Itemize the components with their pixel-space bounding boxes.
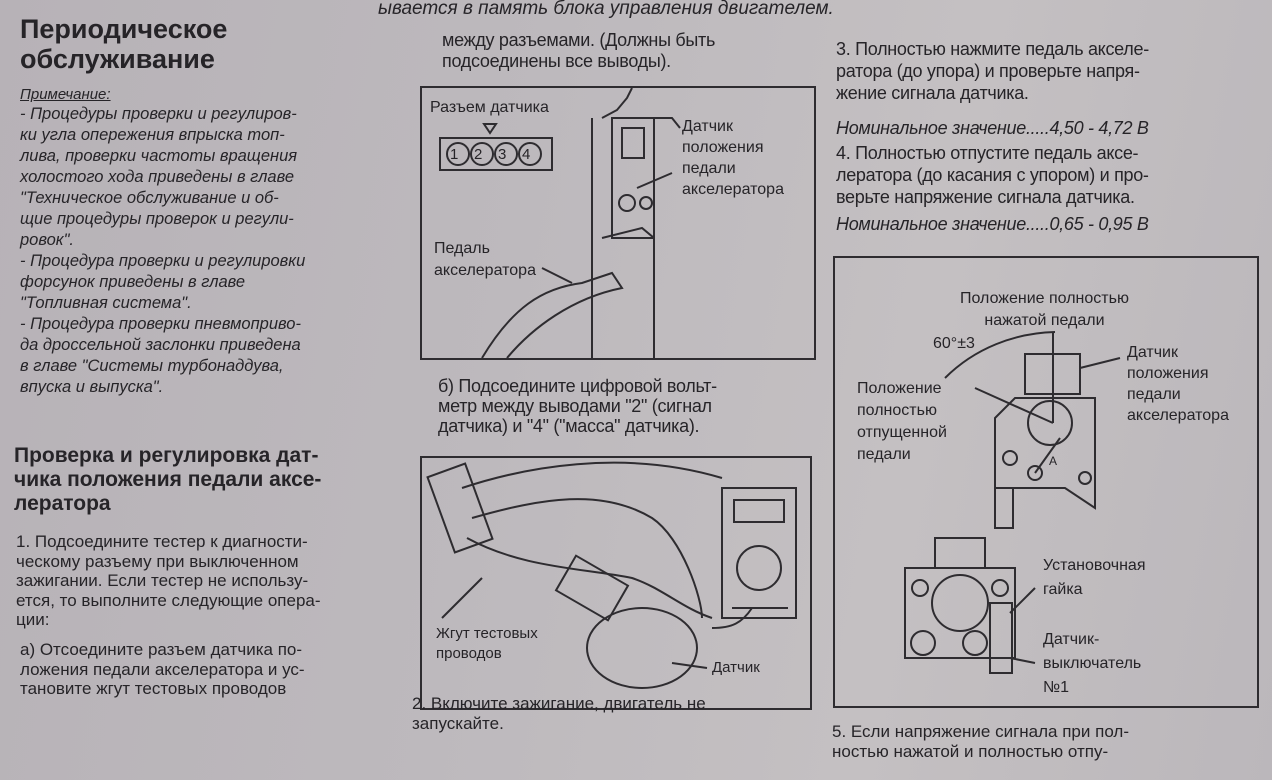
switch-label: Датчик- выключатель №1 [1043,631,1142,696]
pin-label: 3 [498,146,507,163]
pedal-label: Педаль акселератора [434,240,536,279]
released-position-label: Положение полностью отпущенной педали [857,380,947,463]
sensor-label: Датчик [712,659,760,676]
voltmeter-drawing [426,461,797,689]
sensor-angle-drawing [904,331,1121,674]
angle-label: 60°±3 [933,335,975,352]
pin-circle [470,142,494,166]
note-item: - Процедура проверки и регулировки форсу… [20,252,306,312]
continuation-text: между разъемами. (Должны быть подсоедине… [442,30,716,71]
pin-label: 1 [450,146,459,163]
note-item: - Процедуры проверки и регулиров- ки угл… [20,105,298,249]
top-fragment-text: ывается в память блока управления двигат… [378,0,834,19]
step-5: 5. Если напряжение сигнала при пол- ност… [832,722,1129,761]
pin-label: 4 [522,146,531,163]
step-1: 1. Подсоедините тестер к диагности- ческ… [16,532,321,630]
step-1b: б) Подсоедините цифровой вольт- метр меж… [438,376,717,436]
connector-label: Разъем датчика [430,99,549,116]
pressed-position-label: Положение полностью нажатой педали [960,290,1129,329]
sensor-label: Датчик положения педали акселератора [1127,344,1229,424]
pedal-sensor-drawing [439,88,681,359]
notes-block: - Процедуры проверки и регулиров- ки угл… [20,104,412,398]
note-label: Примечание: [20,86,111,103]
figure-sensor-angle: Положение полностью нажатой педали 60°±3… [833,256,1259,708]
step-1a: а) Отсоедините разъем датчика по- ложени… [20,640,305,699]
page-title: Периодическое обслуживание [20,14,228,74]
harness-label: Жгут тестовых проводов [436,625,538,662]
figure-pedal-sensor: Разъем датчика 1 2 3 4 Датчик положения … [420,86,816,360]
nominal-value-1: Номинальное значение.....4,50 - 4,72 В [836,118,1149,138]
sensor-label: Датчик положения педали акселератора [682,118,784,198]
pin-circle [518,142,542,166]
note-item: - Процедура проверки пневмоприво- да дро… [20,315,301,396]
figure-voltmeter: Жгут тестовых проводов Датчик [420,456,812,710]
nominal-value-2: Номинальное значение.....0,65 - 0,95 В [836,214,1149,234]
step-2: 2. Включите зажигание, двигатель не запу… [412,694,706,733]
pin-circle [446,142,470,166]
step-3: 3. Полностью нажмите педаль акселе- рато… [836,39,1149,103]
step-4: 4. Полностью отпустите педаль аксе- лера… [836,143,1149,207]
pin-label: 2 [474,146,483,163]
point-a-label: A [1049,454,1058,468]
nut-label: Установочная гайка [1043,557,1146,598]
pin-circle [494,142,518,166]
section-title: Проверка и регулировка дат- чика положен… [14,444,322,515]
